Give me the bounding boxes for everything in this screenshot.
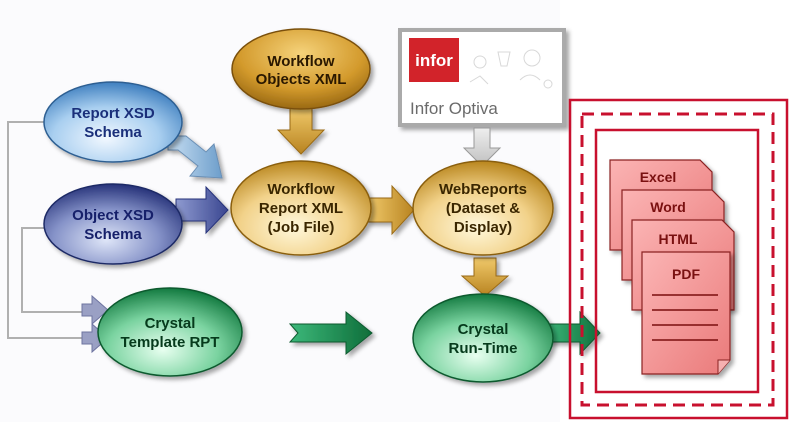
doc-pdf: [641, 251, 731, 375]
outer-highlight-frame: [568, 98, 789, 420]
arrow-schema-to-crystal-template-lower: [81, 322, 109, 354]
workflow-report-xml-line2: Report XML: [259, 200, 343, 217]
webreports-line3: Display): [454, 219, 512, 236]
crystal-runtime-line1: Crystal: [458, 321, 509, 338]
infor-optiva-label: Infor Optiva: [410, 99, 498, 118]
node-object-xsd-schema: [43, 183, 183, 265]
workflow-objects-xml-line2: Objects XML: [256, 71, 347, 88]
dashed-highlight-frame: [580, 112, 775, 407]
node-crystal-runtime: [412, 293, 554, 383]
node-workflow-objects-xml: [231, 28, 371, 110]
arrow-infor-to-webreports: [462, 127, 502, 167]
doc-pdf-label: PDF: [672, 266, 700, 282]
arrow-workflow-to-webreports: [367, 184, 415, 236]
crystal-template-rpt-line2: Template RPT: [121, 334, 220, 351]
object-xsd-schema-line2: Schema: [84, 226, 142, 243]
infor-logo: [409, 38, 459, 82]
doc-word-label: Word: [650, 199, 686, 215]
arrow-webreports-to-crystal-runtime: [460, 257, 510, 297]
pdf-text-lines: [652, 294, 718, 341]
arrow-report-xsd-to-workflow: [167, 135, 223, 179]
node-webreports: [412, 160, 554, 256]
doc-html-label: HTML: [659, 231, 698, 247]
webreports-line1: WebReports: [439, 181, 527, 198]
crystal-template-rpt-line1: Crystal: [145, 315, 196, 332]
arrow-schema-to-crystal-template-upper: [81, 294, 109, 326]
node-report-xsd-schema: [43, 81, 183, 163]
node-crystal-template-rpt: [97, 287, 243, 377]
doc-excel-label: Excel: [640, 169, 677, 185]
workflow-report-xml-line3: (Job File): [268, 219, 335, 236]
webreports-line2: (Dataset &: [446, 200, 520, 217]
crystal-runtime-line2: Run-Time: [449, 340, 518, 357]
infor-logo-text: infor: [415, 51, 453, 70]
arrow-template-to-runtime: [288, 310, 373, 356]
report-xsd-schema-line2: Schema: [84, 124, 142, 141]
node-workflow-report-xml: [230, 160, 372, 256]
report-xsd-schema-line1: Report XSD: [71, 105, 155, 122]
inner-highlight-frame: [594, 128, 760, 394]
decorative-sketch-icons: [469, 49, 553, 89]
workflow-objects-xml-line1: Workflow: [267, 53, 335, 70]
object-xsd-schema-line1: Object XSD: [72, 207, 154, 224]
arrow-workflow-objects-to-report: [276, 107, 326, 155]
schema-connector-lines: [7, 121, 82, 339]
workflow-report-xml-line1: Workflow: [267, 181, 335, 198]
